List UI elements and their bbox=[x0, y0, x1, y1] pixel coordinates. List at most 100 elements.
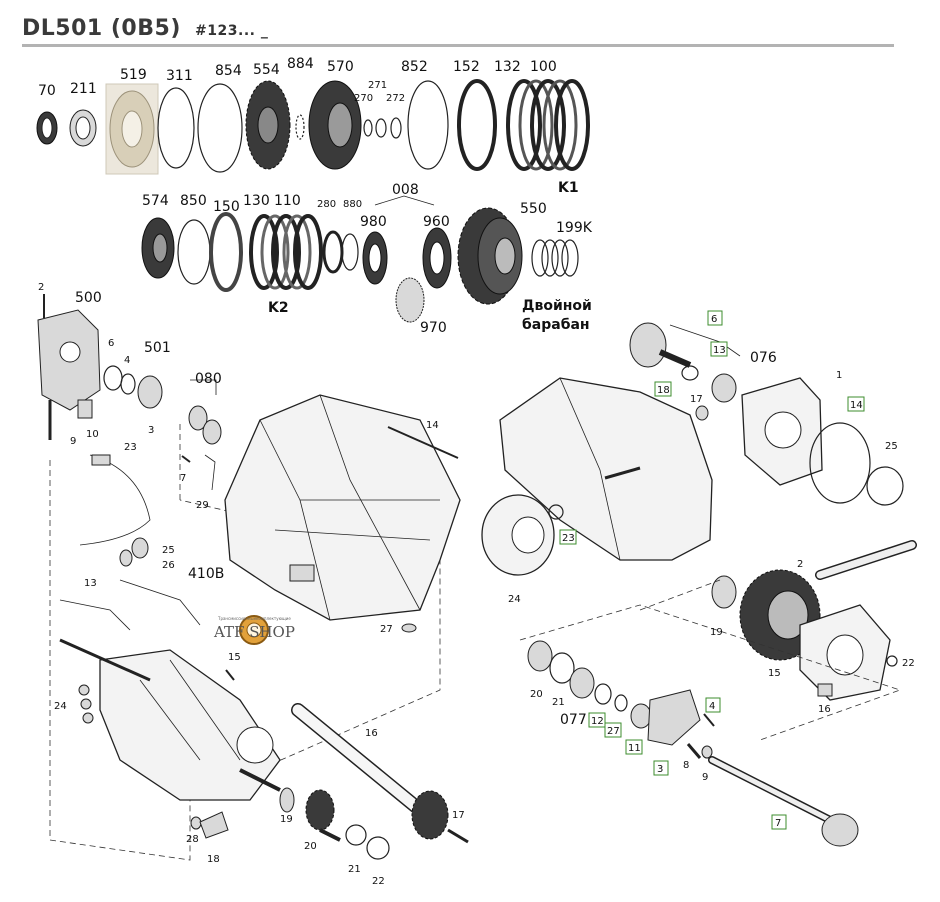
part-8-bolt bbox=[686, 743, 702, 759]
label-r-4: 4 bbox=[709, 701, 715, 712]
part-150-plate bbox=[209, 212, 243, 292]
label-l-24: 24 bbox=[54, 701, 67, 712]
part-10-plug bbox=[77, 399, 93, 419]
part-271-ring bbox=[375, 118, 387, 138]
label-l-17: 17 bbox=[452, 810, 465, 821]
part-852-ring bbox=[407, 80, 449, 170]
part-132-100-clutch-pack-k1 bbox=[506, 79, 590, 171]
label-l-13: 13 bbox=[84, 578, 97, 589]
part-18-cover bbox=[199, 811, 229, 839]
part-501-seal bbox=[137, 375, 163, 409]
label-r-13: 13 bbox=[713, 345, 726, 356]
label-280: 280 bbox=[317, 199, 336, 210]
part-19-seal bbox=[279, 787, 295, 813]
part-25-plug bbox=[131, 537, 149, 559]
label-570: 570 bbox=[327, 59, 354, 75]
label-r-1: 1 bbox=[836, 370, 842, 381]
label-l-500: 500 bbox=[75, 290, 102, 306]
label-519: 519 bbox=[120, 67, 147, 83]
label-110: 110 bbox=[274, 193, 301, 209]
label-l-26: 26 bbox=[162, 560, 175, 571]
label-271: 271 bbox=[368, 80, 387, 91]
part-270-ring bbox=[363, 119, 373, 137]
watermark-line2: комплектующие bbox=[256, 616, 291, 621]
part-080-seal-b bbox=[202, 419, 222, 445]
label-l-20: 20 bbox=[304, 841, 317, 852]
part-22-ring bbox=[886, 655, 898, 667]
label-854: 854 bbox=[215, 63, 242, 79]
part-3-cover bbox=[647, 689, 701, 746]
part-4-bolt bbox=[703, 713, 715, 727]
lower-transmission-housing bbox=[59, 638, 281, 801]
label-r-076: 076 bbox=[750, 350, 777, 366]
label-l-4: 4 bbox=[124, 355, 130, 366]
label-l-14: 14 bbox=[426, 420, 439, 431]
label-r-20: 20 bbox=[530, 689, 543, 700]
part-20-bearing bbox=[527, 640, 553, 672]
part-080-seal-a bbox=[188, 405, 208, 431]
label-l-501: 501 bbox=[144, 340, 171, 356]
label-884: 884 bbox=[287, 56, 314, 72]
label-l-21: 21 bbox=[348, 864, 361, 875]
part-23-seal bbox=[548, 504, 564, 520]
part-19-bearing bbox=[711, 575, 737, 609]
part-130-110-clutch-pack-k2 bbox=[249, 214, 323, 290]
label-l-19: 19 bbox=[280, 814, 293, 825]
part-14-dipstick bbox=[387, 426, 459, 459]
left-labels: 2 500 6 4 501 080 3 10 9 23 7 29 14 25 2… bbox=[38, 282, 465, 887]
label-l-2: 2 bbox=[38, 282, 44, 293]
part-854-ring bbox=[197, 83, 243, 173]
label-r-25: 25 bbox=[885, 441, 898, 452]
label-l-7: 7 bbox=[180, 473, 186, 484]
part-24-seal-a bbox=[78, 684, 90, 696]
part-28-bolt bbox=[190, 816, 202, 830]
part-20-gear bbox=[305, 789, 335, 831]
part-880-ring bbox=[341, 233, 359, 271]
label-l-3: 3 bbox=[148, 425, 154, 436]
label-l-28: 28 bbox=[186, 834, 199, 845]
part-29-lever bbox=[204, 454, 216, 491]
right-assembly bbox=[481, 322, 917, 847]
page-title: DL501 (0B5) #123... _ bbox=[22, 16, 268, 41]
part-4-ring bbox=[120, 373, 136, 395]
watermark-line1: Трансмиссионные bbox=[217, 616, 257, 621]
right-labels: 6 13 076 18 17 1 14 25 23 24 2 19 15 22 … bbox=[508, 310, 915, 830]
bracket-008 bbox=[374, 195, 435, 206]
label-r-3: 3 bbox=[657, 764, 663, 775]
part-11-bearing bbox=[630, 703, 652, 729]
model-code: (0B5) bbox=[110, 16, 181, 41]
part-884-snap bbox=[295, 114, 305, 140]
row2-labels: 574 850 150 130 110 280 880 008 980 960 … bbox=[142, 182, 593, 336]
label-r-22: 22 bbox=[902, 658, 915, 669]
label-l-22: 22 bbox=[372, 876, 385, 887]
label-970: 970 bbox=[420, 320, 447, 336]
model-name: DL501 bbox=[22, 16, 103, 41]
label-r-15: 15 bbox=[768, 668, 781, 679]
label-l-9: 9 bbox=[70, 436, 76, 447]
label-r-077: 077 bbox=[560, 712, 587, 728]
part-27-ring bbox=[614, 694, 628, 712]
label-150: 150 bbox=[213, 199, 240, 215]
label-550: 550 bbox=[520, 201, 547, 217]
label-r-18: 18 bbox=[657, 385, 670, 396]
label-574: 574 bbox=[142, 193, 169, 209]
label-r-21: 21 bbox=[552, 697, 565, 708]
label-r-24: 24 bbox=[508, 594, 521, 605]
label-100: 100 bbox=[530, 59, 557, 75]
label-r-2: 2 bbox=[797, 559, 803, 570]
part-25-ring bbox=[866, 466, 904, 506]
label-k2: K2 bbox=[268, 300, 289, 316]
label-l-23: 23 bbox=[124, 442, 137, 453]
part-850-ring bbox=[177, 219, 211, 285]
label-l-27: 27 bbox=[380, 624, 393, 635]
part-23-harness bbox=[79, 454, 151, 546]
bell-housing bbox=[499, 377, 713, 561]
label-r-7: 7 bbox=[775, 818, 781, 829]
label-152: 152 bbox=[453, 59, 480, 75]
label-960: 960 bbox=[423, 214, 450, 230]
title-underline bbox=[22, 44, 894, 47]
part-17-bushing bbox=[695, 405, 709, 421]
label-272: 272 bbox=[386, 93, 405, 104]
label-r-27: 27 bbox=[607, 726, 620, 737]
